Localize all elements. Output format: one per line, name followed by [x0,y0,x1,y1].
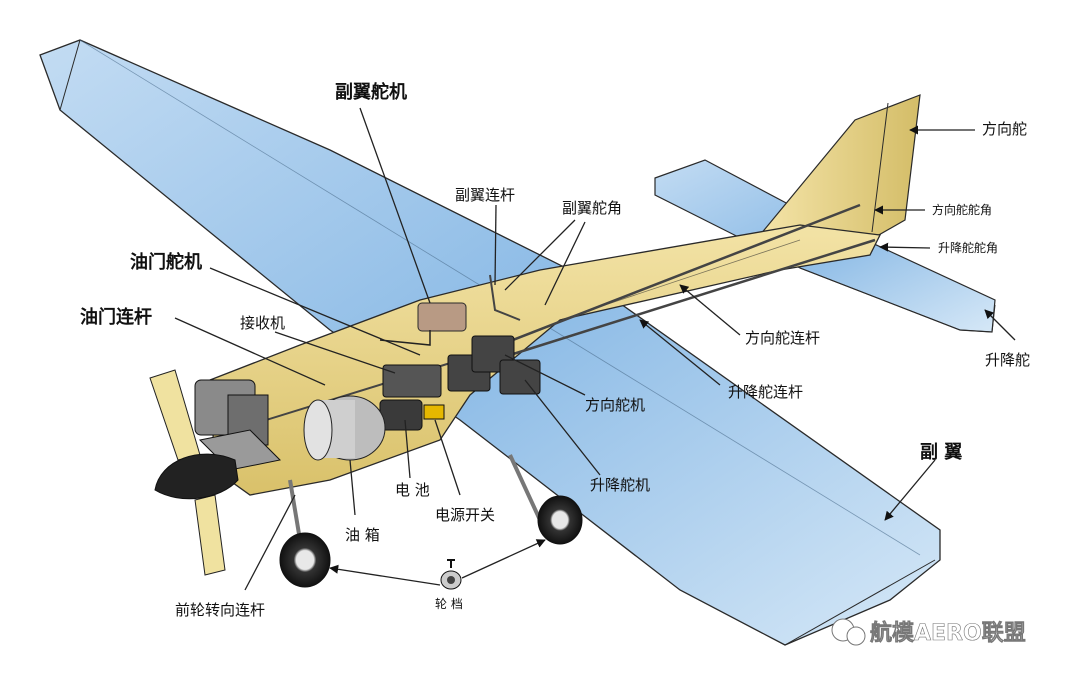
label-rudder-horn: 方向舵舵角 [932,202,992,217]
label-aileron: 副 翼 [920,442,962,463]
nose-landing-gear [279,479,331,588]
propeller [149,369,239,576]
label-throttle-linkage: 油门连杆 [80,306,152,328]
label-rudder-servo: 方向舵机 [585,396,645,414]
label-rudder-linkage: 方向舵连杆 [745,329,820,347]
label-aileron-linkage: 副翼连杆 [455,186,515,204]
label-elevator: 升降舵 [985,351,1030,369]
watermark: 航模AERO联盟 [831,618,1026,646]
label-elevator-servo: 升降舵机 [590,476,650,494]
main-landing-gear [508,454,583,545]
label-elevator-linkage: 升降舵连杆 [728,383,803,401]
label-throttle-servo: 油门舵机 [130,251,202,273]
label-battery: 电 池 [395,481,430,499]
label-power-switch: 电源开关 [435,506,495,524]
label-wheel-collar: 轮 档 [435,597,463,611]
label-elevator-horn: 升降舵舵角 [938,240,998,255]
label-receiver: 接收机 [240,314,285,332]
wheel-collar-part [440,559,462,590]
label-fuel-tank: 油 箱 [345,526,380,544]
fuel-tank [303,395,386,461]
watermark-text: 航模AERO联盟 [870,620,1026,646]
label-aileron-horn: 副翼舵角 [562,199,622,217]
leader-lines [174,107,1016,591]
label-nose-steering-linkage: 前轮转向连杆 [175,601,265,619]
vertical-fin [758,94,921,241]
engine [194,379,282,471]
radio-components [379,302,541,431]
label-aileron-servo: 副翼舵机 [335,81,407,103]
label-rudder: 方向舵 [982,120,1027,138]
